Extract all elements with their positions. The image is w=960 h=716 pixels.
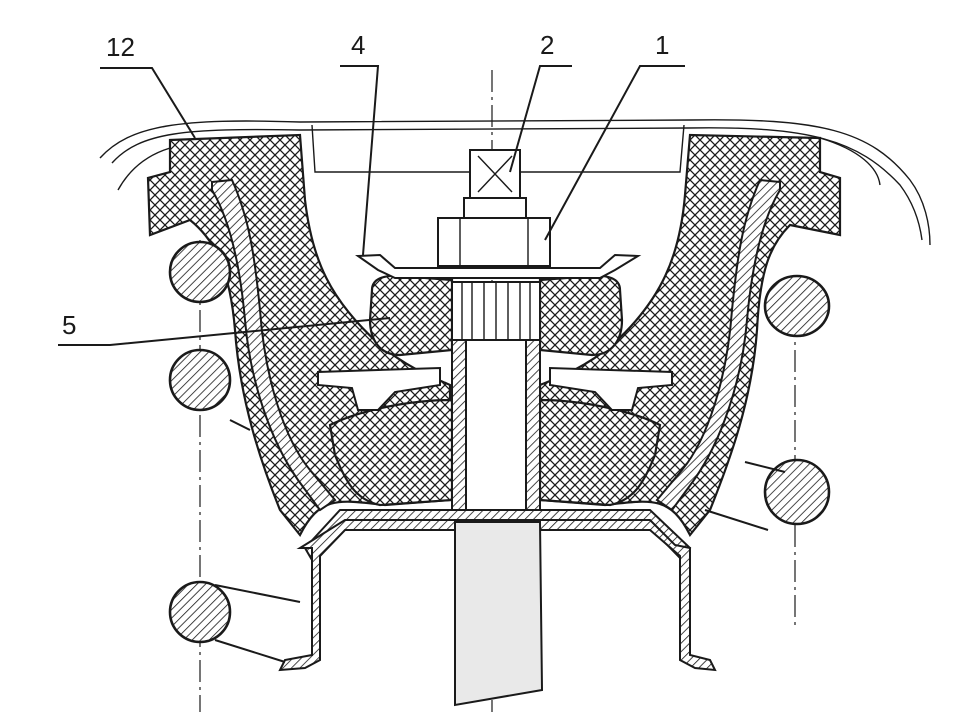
leader-2 bbox=[509, 65, 572, 173]
washer-plate bbox=[355, 253, 642, 279]
shock-body bbox=[454, 521, 544, 707]
rod-tip-cross bbox=[477, 155, 513, 193]
inner-cup-left bbox=[211, 178, 337, 512]
callout-12: 12 bbox=[106, 32, 135, 62]
inner-cup-right bbox=[655, 178, 781, 512]
leader-12 bbox=[100, 67, 196, 139]
bearing-left bbox=[317, 366, 441, 411]
bearing-right bbox=[549, 366, 673, 411]
leader-lines bbox=[58, 65, 685, 346]
piston-rod-core bbox=[465, 339, 527, 516]
spring-seat bbox=[278, 519, 717, 672]
coil-wire-right bbox=[704, 461, 786, 531]
coil-sections bbox=[168, 240, 831, 663]
leader-4 bbox=[340, 65, 380, 256]
coil-left-2 bbox=[168, 348, 232, 412]
coil-right-2 bbox=[763, 458, 831, 526]
coil-left-3 bbox=[168, 580, 232, 644]
upper-buffer-left bbox=[368, 274, 454, 357]
coil-right-1 bbox=[763, 274, 831, 338]
coil-left-1 bbox=[168, 240, 232, 304]
leader-5 bbox=[58, 317, 391, 346]
callout-4: 4 bbox=[351, 30, 365, 60]
thread-lines bbox=[461, 282, 531, 340]
callout-2: 2 bbox=[540, 30, 554, 60]
nut bbox=[437, 217, 551, 267]
leader-1 bbox=[544, 65, 685, 241]
upper-buffer-right bbox=[538, 274, 624, 357]
rod-collar bbox=[463, 197, 527, 219]
coil-wire-left bbox=[214, 419, 301, 663]
callout-1: 1 bbox=[655, 30, 669, 60]
callout-5: 5 bbox=[62, 310, 76, 340]
